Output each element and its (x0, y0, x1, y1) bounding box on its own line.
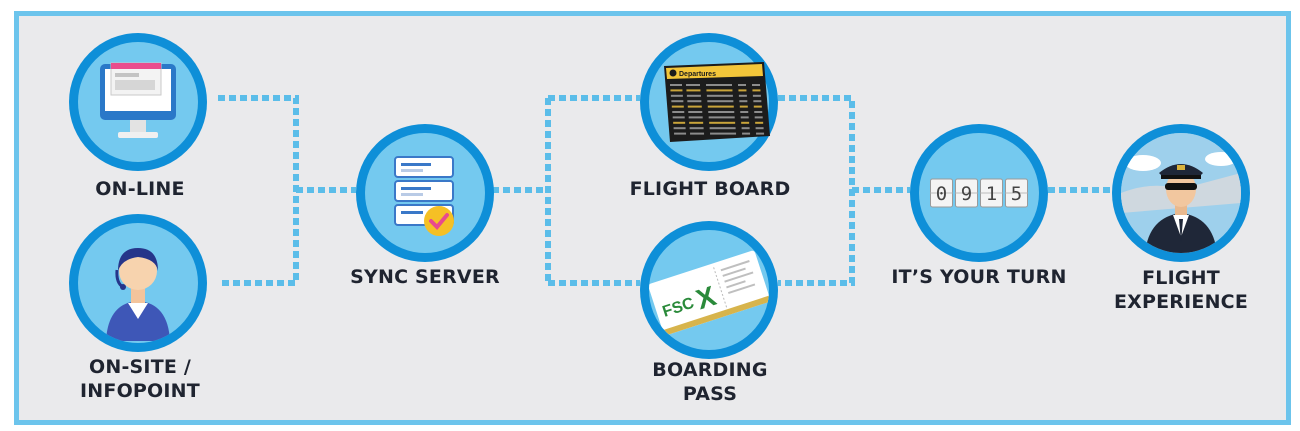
onsite-infopoint-label: ON-SITE / INFOPOINT (65, 355, 215, 403)
onsite-label-line2: INFOPOINT (80, 380, 200, 402)
attendant-person-icon (106, 248, 170, 341)
flight-board-label: FLIGHT BOARD (629, 178, 791, 200)
sync-server-label: SYNC SERVER (350, 266, 500, 288)
departures-rows (670, 84, 765, 135)
boarding-pass-node: FSC X (640, 221, 778, 359)
onsite-label-line1: ON-SITE / (89, 356, 191, 378)
departures-board: Departures (664, 62, 770, 142)
online-node (69, 33, 207, 171)
flight-experience-node (1112, 124, 1250, 262)
flight-experience-label: FLIGHT EXPERIENCE (1100, 266, 1262, 314)
computer-monitor-icon (100, 62, 176, 138)
experience-label-line1: FLIGHT (1142, 267, 1220, 289)
boarding-label-line1: BOARDING (652, 359, 768, 381)
counter-digit: 5 (1011, 183, 1022, 205)
online-label: ON-LINE (95, 178, 185, 200)
server-check-icon (394, 156, 454, 236)
boarding-pass-label: BOARDING PASS (625, 358, 795, 406)
your-turn-label: IT’S YOUR TURN (891, 266, 1067, 288)
sync-server-node (356, 124, 494, 262)
boarding-label-line2: PASS (682, 383, 738, 405)
connector-inputs-merge (218, 95, 299, 286)
counter-digit: 9 (961, 183, 972, 205)
experience-label-line2: EXPERIENCE (1113, 291, 1249, 313)
counter-digit: 0 (936, 183, 947, 205)
boarding-pass-ticket-icon: FSC X (649, 250, 769, 336)
counter-digit: 1 (986, 183, 997, 205)
pilot-icon (1121, 133, 1241, 253)
departures-title: Departures (679, 71, 716, 78)
onsite-infopoint-node (69, 214, 207, 352)
